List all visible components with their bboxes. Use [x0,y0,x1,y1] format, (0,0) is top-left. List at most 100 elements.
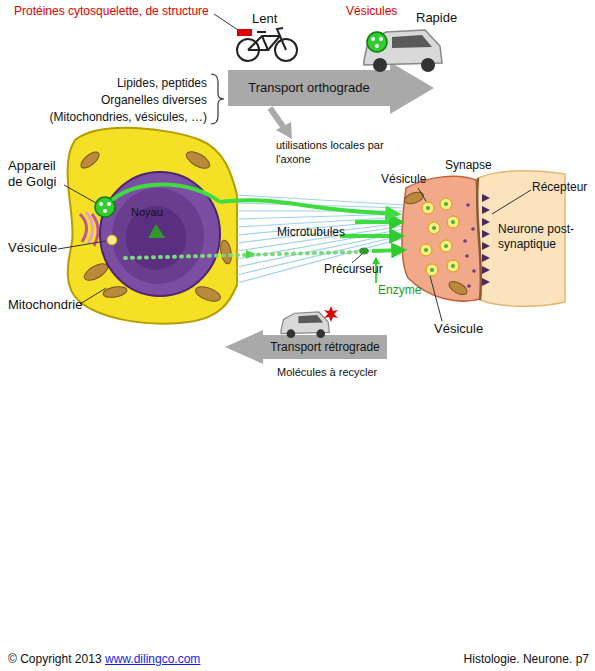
mitochondrion [82,260,111,283]
transmitter-dot [472,269,476,273]
bicycle-wheel [275,39,297,61]
precursor [359,248,369,255]
mitochondrion [219,239,233,264]
vesicle-core [432,226,436,230]
transport-title: Transport orthograde [228,70,390,106]
transmitter-dot [463,239,467,243]
part-label: Microtubules [277,225,345,240]
vesicle-dot [103,209,107,213]
vesicle-core [426,206,430,210]
enzyme-arrow [372,250,404,251]
neurotransmitter [463,203,476,288]
website-link: www.dilingco.com [105,652,200,667]
slow-transport-dots [125,252,356,258]
transport-title: Transport rétrograde [263,335,387,359]
leader-line [418,188,426,201]
leader-lines [58,185,531,321]
mitochondrion [78,149,101,171]
bicycle-icon [237,28,297,61]
part-label: Vésicule [381,172,426,187]
bicycle-frame [248,36,286,50]
bicycle-frame [248,36,268,50]
vesicle-core [451,220,455,224]
vesicle-cargo [367,32,387,52]
leader-line [352,254,362,263]
cargo-list-item: (Mitochondries, vésicules, …) [50,110,207,125]
transmitter-dot [465,254,469,258]
vesicle-core [451,264,455,268]
note-label: utilisations locales par l'axone [276,139,384,167]
leader-line [64,185,96,203]
nucleus-label: Noyau [131,206,163,220]
golgi-stack [86,212,93,244]
node-shape [112,188,204,284]
part-label: Appareil de Golgi [8,158,70,191]
part-label: Mitochondrie [8,297,82,313]
car-icon [364,30,442,72]
golgi-stack [92,214,98,246]
microtubules [237,195,404,283]
car-body [281,312,329,334]
vesicle-dot [371,37,375,41]
node-shape [126,206,186,270]
vesicle-dot [107,202,111,206]
car-wheel [316,329,325,338]
leader-line [80,288,106,304]
local-use-arrow [270,108,284,128]
vesicle-dot [375,44,379,48]
leader-line [492,190,531,214]
part-label: Précurseur [324,262,383,277]
car-window [298,315,323,323]
mitochondrion [184,148,213,171]
transport-arrow [340,234,402,238]
mitochondrion [102,285,127,299]
nucleus: Noyau [100,172,220,296]
node-shape [228,62,434,114]
page-footer: Histologie. Neurone. p7 [464,652,589,667]
car-window [392,35,432,48]
postsynaptic-label: Neurone post-synaptique [498,222,588,252]
vesicle-core [444,202,448,206]
part-label: Vésicule [434,321,483,337]
transmitter-dot [467,284,471,288]
bicycle-seat [257,31,266,33]
vesicle-cores [424,202,455,272]
cell-vesicle [107,235,117,245]
transport-arrow-band: Transport rétrograde [225,330,387,364]
mitochondrion [194,284,223,304]
synaptic-vesicle [420,244,432,256]
receptors [482,194,490,286]
cargo-label: Protéines cytosquelette, de structure [14,4,209,19]
transport-arrow [355,220,402,224]
node-shape [225,330,387,364]
synaptic-vesicle [440,240,452,252]
cargo-list-item: Organelles diverses [101,93,207,108]
local-use-arrowhead [276,122,292,139]
vesicle-core [430,268,434,272]
leader-line [58,241,106,249]
node-shape [402,176,484,301]
cargo-list-item: Lipides, peptides [117,76,207,91]
leader-line [430,276,442,321]
cell-body [68,128,237,324]
transport-arrow [220,200,398,214]
car-wheel [287,329,296,338]
car-wheel [373,58,387,72]
note-label: Molécules à recycler [277,366,377,380]
nucleolus [148,224,165,238]
transport-arrow-band: Transport orthograde [228,62,434,114]
cargo-mark [237,29,252,36]
transmitter-dot [471,227,475,231]
vesicle-core [424,248,428,252]
synaptic-vesicle [428,222,440,234]
vesicle-core [444,244,448,248]
brace [211,74,224,124]
terminal-heading: Synapse [445,158,492,173]
copyright-notice: © Copyright 2013 [8,652,102,667]
recycle-burst [324,306,338,322]
part-label: Enzyme [378,283,421,298]
mitochondria [78,148,233,304]
